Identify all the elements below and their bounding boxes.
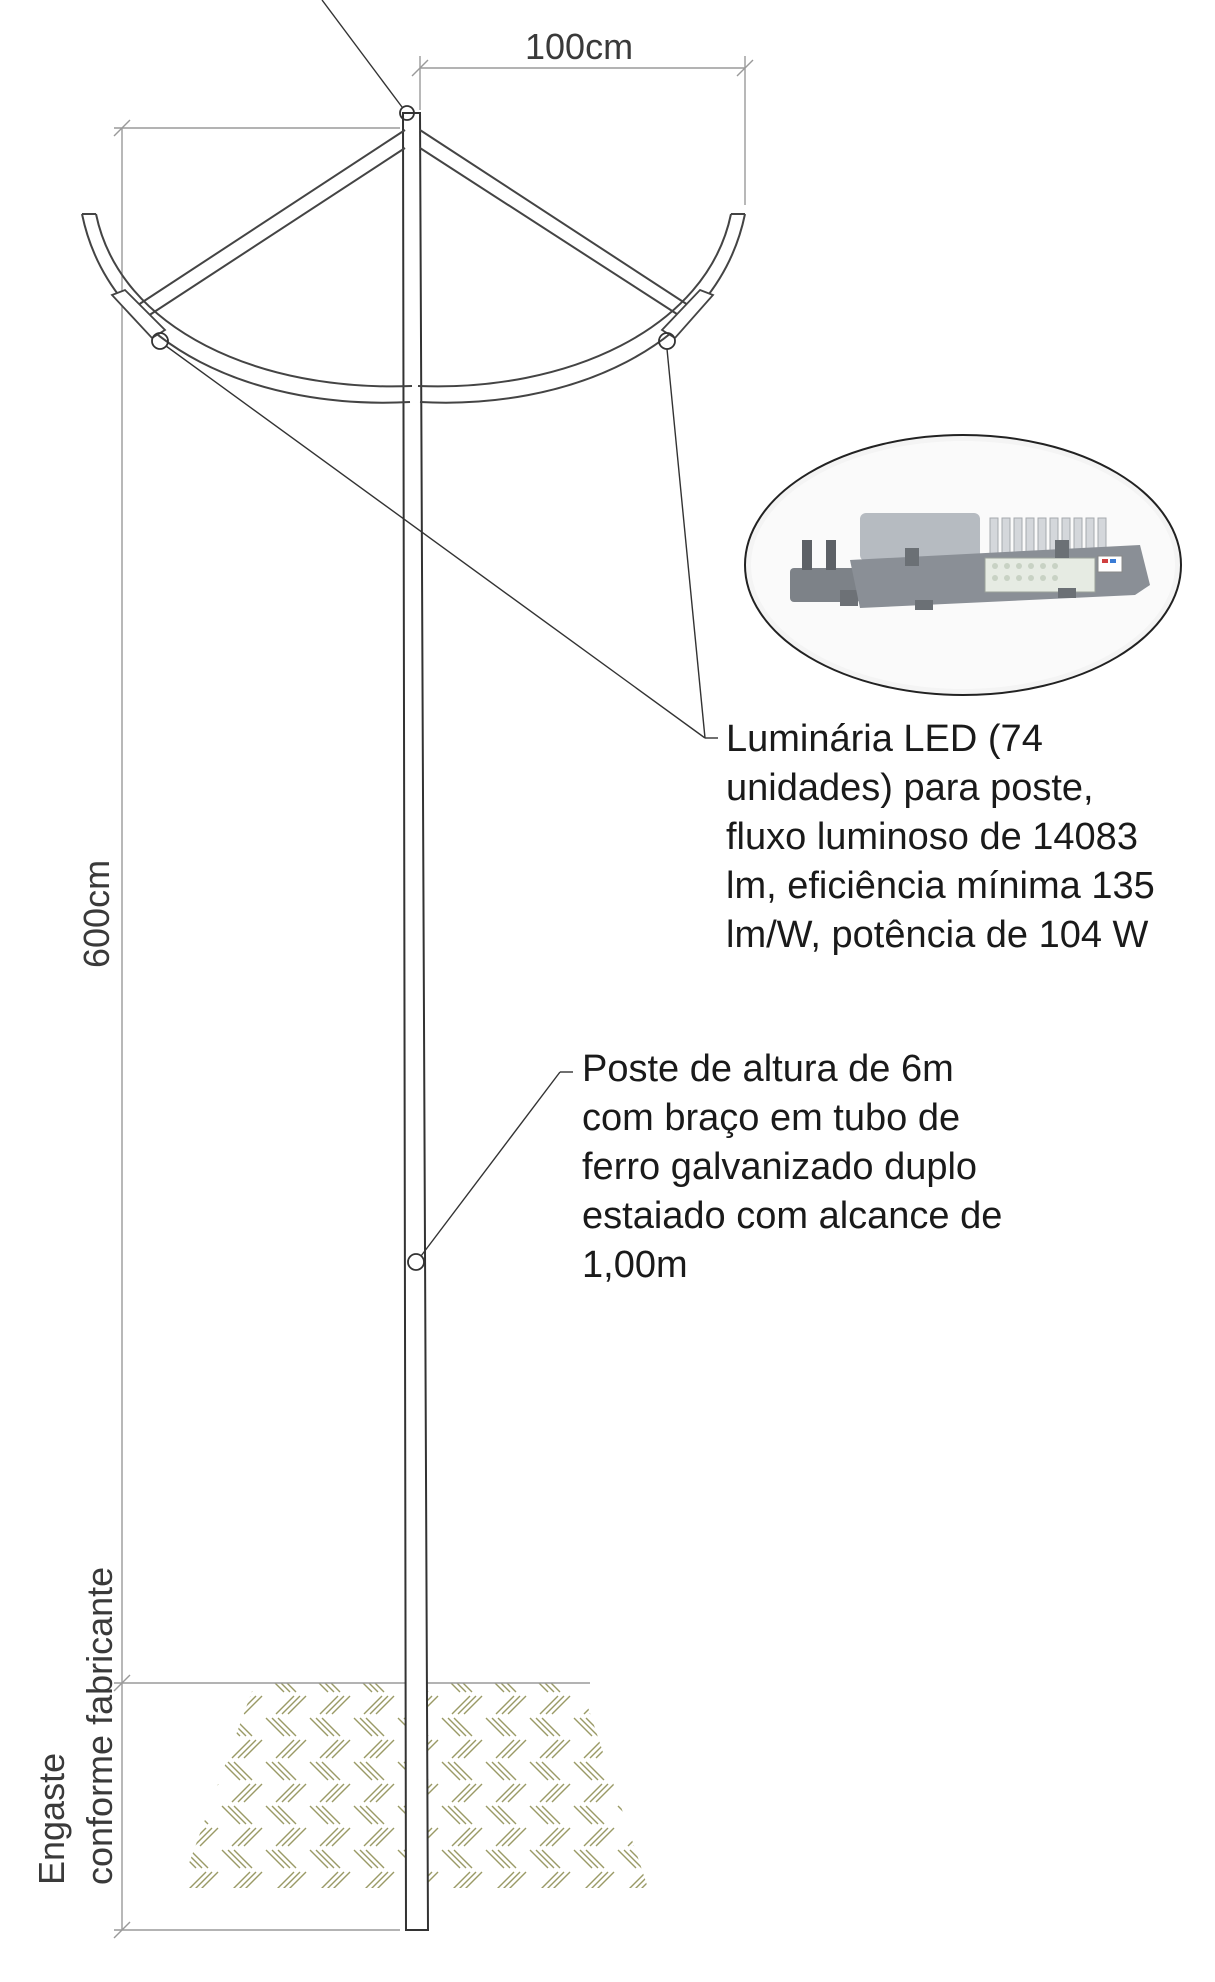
dimension-vertical-label: 600cm [76,859,117,968]
dimension-line-horizontal-reach [411,56,754,205]
luminaire-callout-line: Luminária LED (74 [726,718,1043,760]
luminaire-callout-line: lm, eficiência mínima 135 [726,865,1155,907]
luminaire-callout-line: fluxo luminoso de 14083 [726,816,1138,858]
embedding-label: Engaste conforme fabricante [28,1567,124,1885]
curved-arm [81,213,746,404]
luminaire-callout-line: lm/W, potência de 104 W [726,914,1149,956]
pole-callout-line: estaiado com alcance de [582,1195,1003,1237]
luminaire-callout: Luminária LED (74 unidades) para poste, … [726,715,1156,960]
luminaire-photo [744,434,1182,696]
dimension-line-pole-height [113,119,590,1939]
leader-lines [165,0,718,1257]
pole-callout-line: Poste de altura de 6m [582,1048,954,1090]
pole-callout-line: 1,00m [582,1244,688,1286]
pole-callout-line: com braço em tubo de [582,1097,961,1139]
dimension-horizontal-label: 100cm [525,26,634,67]
pole-callout: Poste de altura de 6m com braço em tubo … [582,1045,1142,1290]
luminaire-callout-line: unidades) para poste, [726,767,1094,809]
luminaire-heads [110,288,715,340]
pole-arms [137,129,689,317]
pole-callout-line: ferro galvanizado duplo [582,1146,978,1188]
embedding-label-line-2: conforme fabricante [79,1566,120,1885]
embedding-label-line-1: Engaste [31,1752,72,1885]
